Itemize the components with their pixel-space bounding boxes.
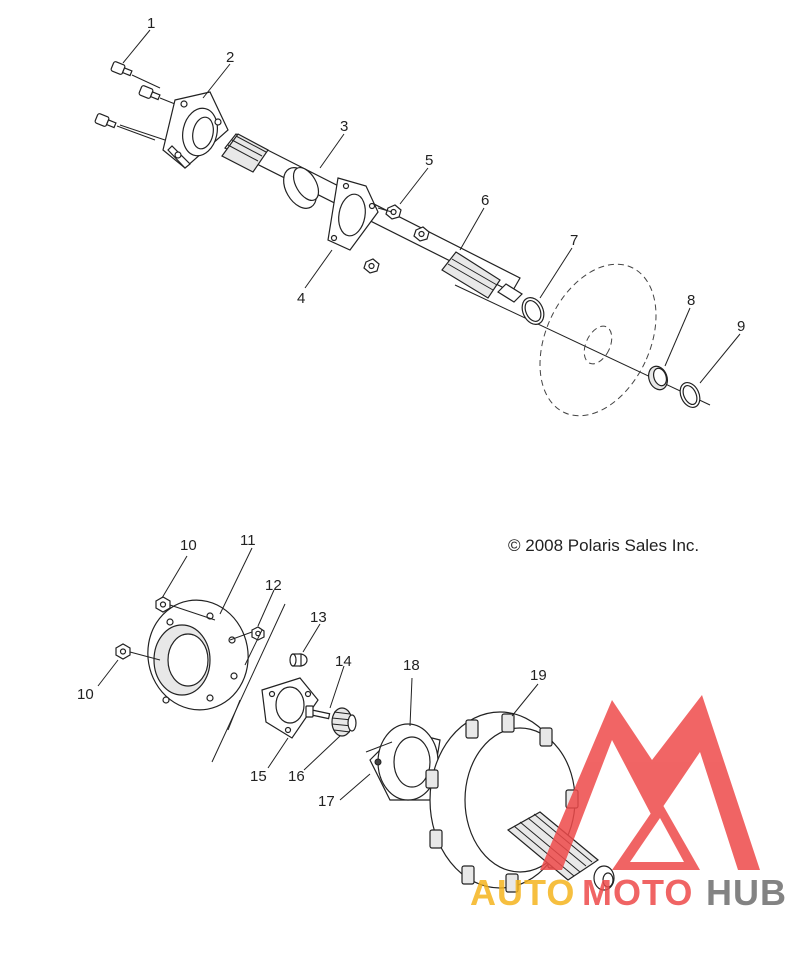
watermark-text-auto: AUTO	[470, 872, 575, 913]
part-7-snap-ring	[521, 297, 545, 325]
part-13-pin	[289, 653, 308, 667]
copyright-text: © 2008 Polaris Sales Inc.	[508, 536, 699, 555]
callout-4: 4	[297, 290, 305, 307]
part-15-plate	[261, 677, 319, 739]
callout-6: 6	[481, 192, 489, 209]
part-9-snap-ring	[679, 382, 701, 408]
callout-17: 17	[318, 793, 335, 810]
callout-15: 15	[250, 768, 267, 785]
watermark-text-hub: HUB	[706, 872, 787, 913]
callout-10-top: 10	[180, 537, 197, 554]
callout-7: 7	[570, 232, 578, 249]
automotohub-watermark: AUTO MOTO HUB	[470, 695, 787, 913]
callout-12: 12	[265, 577, 282, 594]
callout-8: 8	[687, 292, 695, 309]
callout-16: 16	[288, 768, 305, 785]
part-16-gear	[331, 707, 357, 737]
phantom-disc	[539, 263, 657, 417]
upper-assembly	[94, 29, 741, 417]
part-11-flange-plate	[147, 599, 249, 711]
watermark-text-moto: MOTO	[582, 872, 693, 913]
watermark-logo-mark	[540, 695, 760, 870]
lower-assembly	[97, 547, 615, 893]
callout-1: 1	[147, 15, 155, 32]
part-19-drive-sprocket	[425, 711, 615, 893]
part-18-hub	[365, 723, 441, 801]
part-2-bearing-flange	[162, 91, 229, 169]
part-14-bolt	[305, 705, 331, 720]
callout-9: 9	[737, 318, 745, 335]
callout-5: 5	[425, 152, 433, 169]
callout-2: 2	[226, 49, 234, 66]
part-5-nuts	[363, 204, 430, 274]
callout-19: 19	[530, 667, 547, 684]
callout-14: 14	[335, 653, 352, 670]
callout-11: 11	[240, 532, 256, 549]
callout-18: 18	[403, 657, 420, 674]
callout-13: 13	[310, 609, 327, 626]
part-8-bushing	[647, 365, 669, 391]
callout-3: 3	[340, 118, 348, 135]
callout-10-bottom: 10	[77, 686, 94, 703]
part-4-flange	[327, 177, 379, 251]
part-12-nut	[251, 626, 265, 641]
